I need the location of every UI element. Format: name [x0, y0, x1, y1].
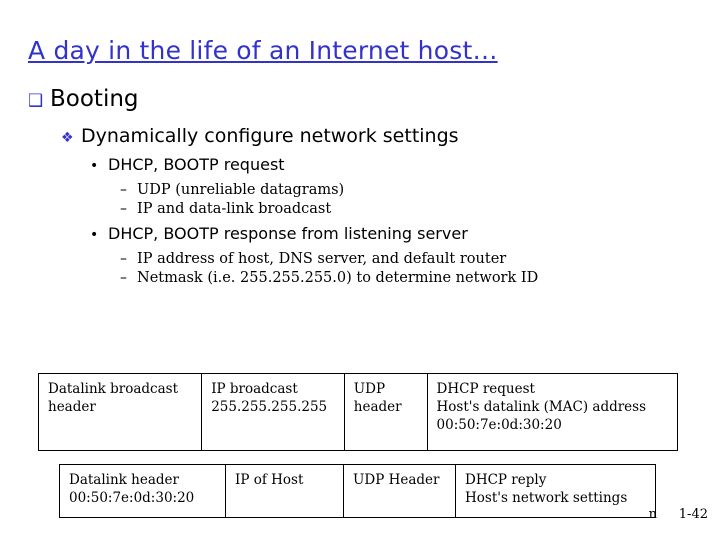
footer-page-number: 1-42: [678, 507, 708, 522]
dash-bullet-icon: –: [120, 251, 127, 267]
packet-row-request: Datalink broadcast header IP broadcast 2…: [38, 373, 678, 451]
packet-field-dhcp-request: DHCP request Host's datalink (MAC) addre…: [427, 373, 678, 451]
bullet-level1-label: Booting: [50, 86, 139, 112]
packet-field-line3: 00:50:7e:0d:30:20: [436, 416, 562, 433]
packet-field-line2: 255.255.255.255: [211, 398, 328, 415]
packet-field-line2: Host's datalink (MAC) address: [436, 398, 647, 415]
bullet-level3-response-label: DHCP, BOOTP response from listening serv…: [108, 224, 468, 243]
packet-field-line2: Host's network settings: [465, 489, 628, 506]
bullet-level2-label: Dynamically configure network settings: [81, 125, 459, 147]
packet-field-udp-header-reply: UDP Header: [344, 464, 456, 518]
dot-bullet-icon: •: [90, 227, 99, 243]
bullet-level4-netmask-label: Netmask (i.e. 255.255.255.0) to determin…: [137, 270, 539, 286]
bullet-level3-dhcp-response: • DHCP, BOOTP response from listening se…: [28, 224, 688, 243]
packet-field-ip-broadcast: IP broadcast 255.255.255.255: [202, 373, 345, 451]
bullet-level4-ip-datalink-label: IP and data-link broadcast: [137, 201, 332, 217]
packet-field-line1: Datalink header: [69, 472, 179, 488]
slide-body: ❑ Booting ❖ Dynamically configure networ…: [28, 86, 688, 289]
square-bullet-icon: ❑: [28, 91, 44, 111]
bullet-level1-booting: ❑ Booting: [28, 86, 688, 112]
packet-field-dhcp-reply: DHCP reply Host's network settings: [456, 464, 656, 518]
bullet-level3-dhcp-request: • DHCP, BOOTP request: [28, 155, 688, 174]
bullet-level4-ip-address: – IP address of host, DNS server, and de…: [28, 251, 688, 267]
packet-field-line1: UDP: [353, 381, 386, 397]
packet-field-line1: DHCP reply: [465, 472, 547, 488]
packet-field-line2: header: [353, 398, 402, 415]
dot-bullet-icon: •: [90, 158, 99, 174]
packet-field-datalink-header: Datalink header 00:50:7e:0d:30:20: [59, 464, 226, 518]
bullet-level2-dynamic-config: ❖ Dynamically configure network settings: [28, 125, 688, 147]
dash-bullet-icon: –: [120, 182, 127, 198]
packet-field-line2: header: [48, 398, 96, 415]
bullet-level4-ip-address-label: IP address of host, DNS server, and defa…: [137, 251, 507, 267]
packet-diagram: Datalink broadcast header IP broadcast 2…: [38, 373, 678, 531]
bullet-level4-ip-datalink: – IP and data-link broadcast: [28, 201, 688, 217]
dash-bullet-icon: –: [120, 270, 127, 286]
packet-field-line1: DHCP request: [436, 381, 535, 397]
packet-field-ip-of-host: IP of Host: [226, 464, 344, 518]
packet-field-line1: UDP Header: [353, 472, 440, 488]
packet-row-reply: Datalink header 00:50:7e:0d:30:20 IP of …: [59, 464, 678, 518]
packet-field-line1: Datalink broadcast: [48, 381, 179, 397]
packet-field-line1: IP broadcast: [211, 381, 298, 397]
packet-field-udp-header: UDP header: [344, 373, 428, 451]
bullet-level4-udp-label: UDP (unreliable datagrams): [137, 182, 345, 198]
footer-fragment: n: [648, 507, 657, 522]
dash-bullet-icon: –: [120, 201, 127, 217]
bullet-level4-udp: – UDP (unreliable datagrams): [28, 182, 688, 198]
bullet-level3-request-label: DHCP, BOOTP request: [108, 155, 285, 174]
packet-field-line1: IP of Host: [235, 472, 304, 488]
bullet-level4-netmask: – Netmask (i.e. 255.255.255.0) to determ…: [28, 270, 688, 286]
diamond-bullet-icon: ❖: [61, 130, 74, 146]
packet-field-datalink-broadcast-header: Datalink broadcast header: [38, 373, 203, 451]
page-title: A day in the life of an Internet host…: [28, 36, 498, 65]
packet-field-line2: 00:50:7e:0d:30:20: [69, 489, 195, 506]
